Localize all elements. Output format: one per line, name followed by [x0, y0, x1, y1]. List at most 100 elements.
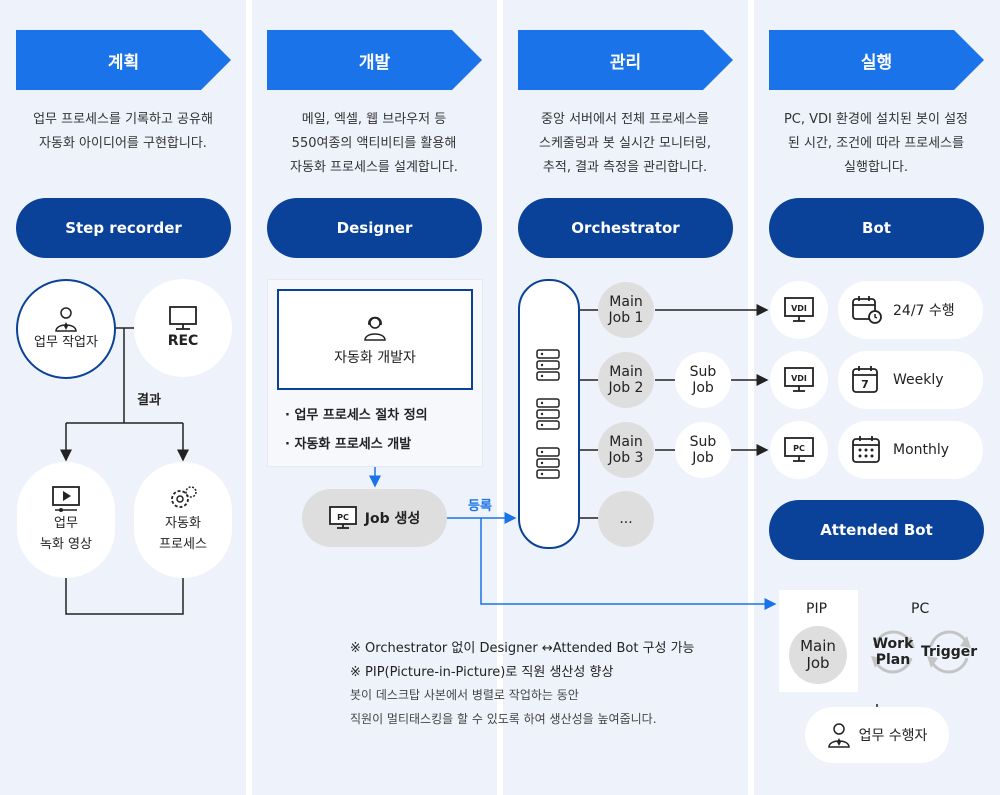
- note-small-line: 직원이 멀티태스킹을 할 수 있도록 하여 생산성을 높여줍니다.: [350, 712, 657, 726]
- device-node: VDI: [770, 351, 828, 409]
- operator-pill: 업무 수행자: [805, 707, 949, 763]
- schedule-pill: Monthly: [838, 421, 983, 479]
- stage-header-plan: 계획: [16, 30, 231, 90]
- trigger-label: Trigger: [921, 644, 978, 660]
- rec-label: REC: [167, 332, 199, 349]
- vdi-monitor-icon: VDI: [784, 297, 814, 322]
- desc-line: 된 시간, 조건에 따라 프로세스를: [787, 136, 965, 151]
- stage-desc-plan: 업무 프로세스를 기록하고 공유해 자동화 아이디어를 구현합니다.: [8, 108, 238, 156]
- developer-box: 자동화 개발자: [277, 289, 473, 390]
- process-label-line: 자동화: [165, 516, 201, 531]
- gears-icon: [171, 486, 197, 508]
- worker-label: 업무 작업자: [34, 334, 98, 350]
- svg-text:PC: PC: [337, 513, 349, 522]
- work-plan-line: Work: [872, 636, 914, 652]
- register-label: 등록: [468, 499, 492, 514]
- tool-step-recorder: Step recorder: [16, 198, 231, 258]
- desc-line: 추적, 결과 측정을 관리합니다.: [542, 160, 708, 175]
- job-label-line: Main: [609, 294, 643, 310]
- desc-line: PC, VDI 환경에 설치된 봇이 설정: [783, 112, 969, 127]
- desc-line: 자동화 프로세스를 설계합니다.: [290, 160, 458, 175]
- result-label: 결과: [137, 393, 161, 408]
- device-node: VDI: [770, 281, 828, 339]
- sub-job-node: Sub Job: [675, 352, 731, 408]
- dev-bullet-text: 자동화 프로세스 개발: [294, 437, 412, 452]
- desc-line: 메일, 엑셀, 웹 브라우저 등: [301, 112, 447, 127]
- dev-bullet-text: 업무 프로세스 절차 정의: [294, 408, 428, 423]
- calendar-grid-icon: [852, 436, 880, 463]
- pip-job-line: Main: [800, 637, 836, 655]
- svg-text:PC: PC: [793, 444, 805, 453]
- rec-node: REC: [134, 279, 232, 377]
- stage-title: 관리: [609, 52, 642, 73]
- monitor-icon: [169, 305, 197, 330]
- stage-title: 계획: [107, 52, 140, 73]
- svg-text:VDI: VDI: [791, 304, 807, 313]
- process-label-line: 프로세스: [159, 537, 207, 552]
- column-plan: [0, 0, 246, 795]
- stage-desc-manage: 중앙 서버에서 전체 프로세스를 스케줄링과 봇 실시간 모니터링, 추적, 결…: [510, 108, 740, 180]
- schedule-pill: 24/7 수행: [838, 281, 983, 339]
- worker-node: 업무 작업자: [16, 279, 116, 379]
- stage-header-dev: 개발: [267, 30, 482, 90]
- schedule-label: 24/7 수행: [893, 303, 955, 319]
- person-icon: [55, 306, 77, 332]
- desc-line: 자동화 아이디어를 구현합니다.: [39, 136, 207, 151]
- job-label-line: Main: [609, 434, 643, 450]
- developer-label: 자동화 개발자: [334, 349, 416, 366]
- dev-bullet: · 자동화 프로세스 개발: [285, 437, 412, 452]
- stage-title: 실행: [860, 52, 893, 73]
- job-label-line: ...: [619, 511, 633, 527]
- sub-job-node: Sub Job: [675, 422, 731, 478]
- work-plan-node: Work Plan: [867, 626, 919, 678]
- sub-job-line: Sub: [689, 364, 717, 380]
- operator-label: 업무 수행자: [858, 728, 928, 744]
- video-play-icon: [52, 486, 80, 512]
- calendar-clock-icon: [852, 296, 882, 324]
- vdi-monitor-icon: VDI: [784, 367, 814, 392]
- pip-job-line: Job: [806, 654, 830, 672]
- main-job-node: Main Job 2: [598, 352, 654, 408]
- schedule-label: Weekly: [893, 372, 944, 388]
- process-node: 자동화 프로세스: [134, 462, 232, 578]
- attended-bot-pill: Attended Bot: [769, 500, 984, 560]
- job-create-label: Job 생성: [364, 511, 421, 527]
- person-icon: [827, 723, 850, 748]
- pip-label: PIP: [806, 601, 828, 617]
- tool-bot: Bot: [769, 198, 984, 258]
- pc-monitor-icon: PC: [784, 437, 814, 462]
- main-job-node: Main Job 3: [598, 422, 654, 478]
- tool-designer: Designer: [267, 198, 482, 258]
- pc-label: PC: [911, 601, 930, 617]
- video-node: 업무 녹화 영상: [17, 462, 115, 578]
- job-label-line: Job 2: [608, 380, 644, 396]
- dev-bullet: · 업무 프로세스 절차 정의: [285, 408, 428, 423]
- note-small-line: 봇이 데스크탑 사본에서 병렬로 작업하는 동안: [350, 688, 579, 702]
- stage-header-manage: 관리: [518, 30, 733, 90]
- desc-line: 550여종의 액티비티를 활용해: [291, 136, 457, 151]
- schedule-pill: 7 Weekly: [838, 351, 983, 409]
- tool-orchestrator: Orchestrator: [518, 198, 733, 258]
- stage-title: 개발: [358, 52, 391, 73]
- refresh-cycle-icon: [871, 630, 915, 674]
- main-job-node: Main Job 1: [598, 282, 654, 338]
- note-line: ※ Orchestrator 없이 Designer ↔Attended Bot…: [350, 641, 695, 656]
- sub-job-line: Job: [692, 380, 714, 396]
- desc-line: 업무 프로세스를 기록하고 공유해: [33, 112, 213, 127]
- calendar-7-icon: 7: [852, 366, 878, 393]
- server-icon: [536, 398, 560, 430]
- sub-job-line: Sub: [689, 434, 717, 450]
- trigger-node: Trigger: [921, 626, 978, 678]
- work-plan-line: Plan: [875, 652, 911, 668]
- stage-desc-dev: 메일, 엑셀, 웹 브라우저 등 550여종의 액티비티를 활용해 자동화 프로…: [259, 108, 489, 180]
- pip-main-job-node: Main Job: [789, 626, 847, 684]
- svg-text:7: 7: [861, 378, 869, 391]
- job-label-line: Job 1: [608, 310, 644, 326]
- video-label-line: 녹화 영상: [40, 537, 92, 552]
- pc-icon: PC: [328, 506, 357, 529]
- orchestrator-server: [518, 279, 580, 549]
- more-jobs-node: ...: [598, 491, 654, 547]
- sub-job-line: Job: [692, 450, 714, 466]
- note-line: ※ PIP(Picture-in-Picture)로 직원 생산성 향상: [350, 665, 614, 680]
